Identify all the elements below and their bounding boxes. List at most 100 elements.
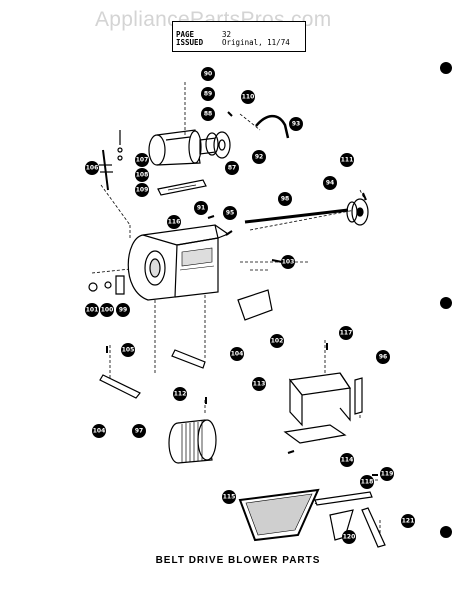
svg-text:97: 97 xyxy=(135,428,143,435)
svg-text:104: 104 xyxy=(93,428,106,435)
svg-text:119: 119 xyxy=(381,471,394,478)
header-key-page: PAGE xyxy=(176,30,195,39)
callout-89: 89 xyxy=(201,87,215,101)
filter xyxy=(238,488,320,542)
svg-text:106: 106 xyxy=(86,165,99,172)
callout-110: 110 xyxy=(241,90,255,104)
header-value-page: 32 xyxy=(222,30,232,39)
callout-91: 91 xyxy=(194,201,208,215)
header-row-page: PAGE 32 xyxy=(176,30,302,39)
callout-112: 112 xyxy=(173,387,187,401)
callout-115: 115 xyxy=(222,490,236,504)
svg-text:117: 117 xyxy=(340,330,353,337)
svg-text:100: 100 xyxy=(101,307,114,314)
svg-text:101: 101 xyxy=(86,307,99,314)
screws xyxy=(106,111,378,476)
callout-117: 117 xyxy=(339,326,353,340)
svg-text:112: 112 xyxy=(174,391,187,398)
header-box: PAGE 32 ISSUED Original, 11/74 xyxy=(172,21,306,52)
svg-text:120: 120 xyxy=(343,534,356,541)
svg-text:114: 114 xyxy=(341,457,354,464)
binder-hole-top xyxy=(440,62,452,74)
svg-text:104: 104 xyxy=(231,351,244,358)
svg-text:99: 99 xyxy=(119,307,127,314)
support-angle-lower xyxy=(99,374,141,399)
svg-text:105: 105 xyxy=(122,347,135,354)
callout-104-upper: 104 xyxy=(230,347,244,361)
callout-97: 97 xyxy=(132,424,146,438)
callout-103: 103 xyxy=(281,255,295,269)
svg-text:110: 110 xyxy=(242,94,255,101)
svg-text:116: 116 xyxy=(168,219,181,226)
header-value-issued: Original, 11/74 xyxy=(222,38,290,48)
svg-text:103: 103 xyxy=(282,259,295,266)
svg-text:118: 118 xyxy=(361,479,374,486)
leader-lines xyxy=(91,82,381,535)
callout-116: 116 xyxy=(167,215,181,229)
filter-rail-top xyxy=(314,491,373,506)
callout-119: 119 xyxy=(380,467,394,481)
svg-text:89: 89 xyxy=(204,91,212,98)
callout-88: 88 xyxy=(201,107,215,121)
callout-104-lower: 104 xyxy=(92,424,106,438)
svg-text:102: 102 xyxy=(271,338,284,345)
callout-102: 102 xyxy=(270,334,284,348)
svg-text:96: 96 xyxy=(379,354,387,361)
svg-text:113: 113 xyxy=(253,381,266,388)
svg-text:107: 107 xyxy=(136,157,149,164)
callout-100: 100 xyxy=(100,303,114,317)
callout-106: 106 xyxy=(85,161,99,175)
callout-93: 93 xyxy=(289,117,303,131)
blower-shaft xyxy=(244,208,349,224)
motor xyxy=(148,129,217,166)
header-key-issued: ISSUED xyxy=(176,38,204,48)
blower-housing xyxy=(127,224,230,301)
callout-108: 108 xyxy=(135,168,149,182)
svg-text:87: 87 xyxy=(228,165,236,172)
mounting-bracket xyxy=(288,372,352,427)
svg-text:94: 94 xyxy=(326,180,334,187)
callout-90: 90 xyxy=(201,67,215,81)
callout-120: 120 xyxy=(342,530,356,544)
blower-wheel xyxy=(168,419,217,464)
belt xyxy=(255,114,290,139)
filter-rail-right xyxy=(361,507,386,548)
brace-bracket xyxy=(237,289,273,321)
callout-105: 105 xyxy=(121,343,135,357)
bearing-parts xyxy=(88,275,125,295)
blower-pulley xyxy=(346,198,369,226)
support-angle-upper xyxy=(171,349,206,369)
svg-text:115: 115 xyxy=(223,494,236,501)
callout-114: 114 xyxy=(340,453,354,467)
svg-text:108: 108 xyxy=(136,172,149,179)
svg-text:109: 109 xyxy=(136,187,149,194)
svg-text:121: 121 xyxy=(402,518,415,525)
mount-hardware xyxy=(99,130,123,191)
callout-111: 111 xyxy=(340,153,354,167)
svg-text:90: 90 xyxy=(204,71,212,78)
diagram-caption: BELT DRIVE BLOWER PARTS xyxy=(155,555,321,566)
svg-text:98: 98 xyxy=(281,196,289,203)
callout-95: 95 xyxy=(223,206,237,220)
callout-94: 94 xyxy=(323,176,337,190)
callout-101: 101 xyxy=(85,303,99,317)
callout-121: 121 xyxy=(401,514,415,528)
callout-107: 107 xyxy=(135,153,149,167)
motor-pulley xyxy=(205,131,231,159)
callout-113: 113 xyxy=(252,377,266,391)
binder-hole-bottom xyxy=(440,526,452,538)
svg-text:93: 93 xyxy=(292,121,300,128)
svg-text:91: 91 xyxy=(197,205,205,212)
callout-96: 96 xyxy=(376,350,390,364)
side-rail xyxy=(354,377,363,415)
header-row-issued: ISSUED Original, 11/74 xyxy=(176,38,302,48)
callout-87: 87 xyxy=(225,161,239,175)
callout-118: 118 xyxy=(360,475,374,489)
binder-hole-middle xyxy=(440,297,452,309)
svg-text:111: 111 xyxy=(341,157,354,164)
callout-98: 98 xyxy=(278,192,292,206)
svg-text:92: 92 xyxy=(255,154,263,161)
svg-text:95: 95 xyxy=(226,210,234,217)
